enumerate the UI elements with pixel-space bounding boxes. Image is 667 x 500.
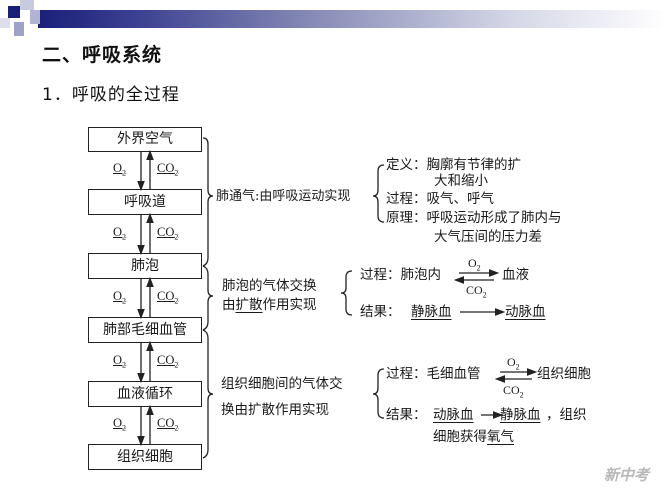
alveolar-result-from: 静脉血 bbox=[411, 304, 452, 320]
section-title: 二、呼吸系统 bbox=[42, 44, 163, 66]
tissue-arrow-co2: CO2 bbox=[503, 383, 524, 400]
co2-label: CO2 bbox=[157, 225, 179, 242]
banner-square bbox=[20, 0, 34, 10]
ventilation-principle: 原理：呼吸运动形成了肺内与 bbox=[386, 210, 562, 226]
tissue-exchange-label: 组织细胞间的气体交 bbox=[221, 376, 343, 392]
co2-label: CO2 bbox=[157, 161, 179, 178]
co2-label: CO2 bbox=[157, 289, 179, 306]
alveolar-result-label: 结果： bbox=[360, 304, 401, 320]
ventilation-definition-cont: 大和缩小 bbox=[434, 173, 488, 189]
alveolar-arrow-co2: CO2 bbox=[466, 283, 487, 300]
alveolar-result-to: 动脉血 bbox=[505, 304, 546, 320]
banner-square bbox=[0, 18, 10, 28]
o2-label: O2 bbox=[113, 225, 127, 242]
header-banner bbox=[38, 10, 667, 28]
alveolar-exchange-label-cont: 由扩散作用实现 bbox=[222, 297, 317, 313]
box-outside-air: 外界空气 bbox=[88, 127, 202, 152]
tissue-process: 过程：毛细血管 bbox=[386, 366, 481, 382]
section-subtitle: 1．呼吸的全过程 bbox=[42, 85, 180, 105]
box-tissue-cells: 组织细胞 bbox=[88, 444, 202, 470]
alveolar-process-to: 血液 bbox=[502, 267, 529, 283]
tissue-result-to: 静脉血 bbox=[500, 407, 541, 423]
box-pulmonary-capillaries: 肺部毛细血管 bbox=[88, 317, 202, 343]
banner-square bbox=[30, 10, 40, 24]
banner-square bbox=[14, 22, 24, 36]
ventilation-label: 肺通气:由呼吸运动实现 bbox=[216, 189, 351, 204]
alveolar-process: 过程：肺泡内 bbox=[360, 267, 441, 283]
o2-label: O2 bbox=[113, 416, 127, 433]
o2-label: O2 bbox=[113, 353, 127, 370]
box-alveoli: 肺泡 bbox=[88, 253, 202, 279]
co2-label: CO2 bbox=[157, 416, 179, 433]
tissue-result-label: 结果： bbox=[386, 407, 427, 423]
co2-label: CO2 bbox=[157, 353, 179, 370]
tissue-arrow-o2: O2 bbox=[507, 355, 520, 372]
banner-square bbox=[8, 6, 20, 18]
tissue-result-tail: ，组织 bbox=[546, 407, 587, 423]
tissue-exchange-label-cont: 换由扩散作用实现 bbox=[221, 402, 329, 418]
alveolar-arrow-o2: O2 bbox=[468, 256, 481, 273]
tissue-process-to: 组织细胞 bbox=[537, 366, 591, 382]
alveolar-exchange-label: 肺泡的气体交换 bbox=[222, 278, 317, 294]
ventilation-definition: 定义：胸廓有节律的扩 bbox=[386, 157, 521, 173]
ventilation-principle-cont: 大气压间的压力差 bbox=[434, 229, 542, 245]
ventilation-process: 过程：吸气、呼气 bbox=[386, 191, 494, 207]
tissue-result-from: 动脉血 bbox=[433, 407, 474, 423]
o2-label: O2 bbox=[113, 289, 127, 306]
watermark-logo: 新中考 bbox=[603, 466, 649, 484]
tissue-result-line2: 细胞获得氧气 bbox=[433, 429, 514, 445]
box-blood-circulation: 血液循环 bbox=[88, 381, 202, 407]
o2-label: O2 bbox=[113, 161, 127, 178]
box-airway: 呼吸道 bbox=[88, 189, 202, 215]
